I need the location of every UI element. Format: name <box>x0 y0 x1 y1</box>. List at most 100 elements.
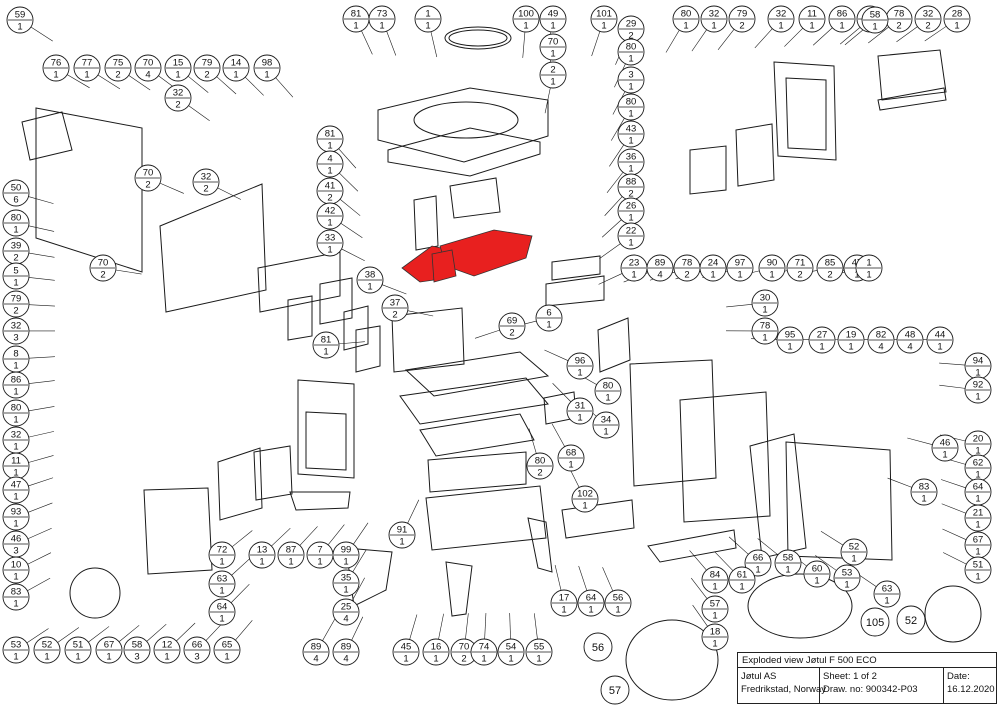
part-quantity: 2 <box>115 70 120 81</box>
part-number: 68 <box>566 448 577 459</box>
callout-balloon: 254 <box>332 598 360 626</box>
callout-balloon: 801 <box>672 5 700 33</box>
leader-line <box>438 613 444 640</box>
glass-right-2 <box>689 145 727 195</box>
part-number: 61 <box>737 570 748 581</box>
gasket-ring <box>444 26 512 50</box>
part-number: 75 <box>113 58 124 69</box>
brick-2 <box>319 277 353 325</box>
leader-line <box>159 182 184 194</box>
part-quantity: 1 <box>975 520 980 531</box>
callout-balloon: 801 <box>2 399 30 427</box>
part-number: 24 <box>708 258 719 269</box>
part-number: 82 <box>876 330 887 341</box>
part-quantity: 1 <box>785 565 790 576</box>
part-quantity: 1 <box>13 278 18 289</box>
callout-balloon: 101 <box>2 556 30 584</box>
detail-circle-left <box>69 567 121 619</box>
leader-line <box>299 526 318 546</box>
callout-balloon: 521 <box>840 538 868 566</box>
leader-line <box>544 349 569 361</box>
part-quantity: 1 <box>288 557 293 568</box>
door-shelf <box>289 491 351 511</box>
callout-balloon: 811 <box>312 331 340 359</box>
part-quantity: 2 <box>628 189 633 200</box>
part-number: 88 <box>626 177 637 188</box>
part-quantity: 1 <box>264 70 269 81</box>
callout-balloon: 641 <box>577 589 605 617</box>
callout-balloon: 11 <box>855 254 883 282</box>
callout-balloon: 292 <box>617 15 645 43</box>
part-quantity: 1 <box>323 347 328 358</box>
part-number: 91 <box>397 525 408 536</box>
callout-balloon: 752 <box>104 54 132 82</box>
callout-balloon: 671 <box>964 531 992 559</box>
part-number: 80 <box>535 456 546 467</box>
part-number: 11 <box>807 9 817 20</box>
leader-line <box>188 105 210 122</box>
leader-line <box>815 555 837 571</box>
arch-door <box>143 487 213 575</box>
leader-line <box>88 626 110 643</box>
front-plate <box>391 307 465 373</box>
part-number: 99 <box>341 545 352 556</box>
part-quantity: 1 <box>628 213 633 224</box>
part-quantity: 2 <box>628 31 633 42</box>
part-quantity: 1 <box>975 547 980 558</box>
part-quantity: 1 <box>219 586 224 597</box>
leader-line <box>907 437 933 445</box>
date-value: 16.12.2020 <box>947 684 995 695</box>
part-number: 58 <box>870 10 881 21</box>
part-quantity: 1 <box>739 582 744 593</box>
leader-line <box>717 29 735 50</box>
detail-label: 57 <box>600 675 630 705</box>
leader-line <box>844 28 866 46</box>
part-number: 70 <box>143 168 154 179</box>
part-number: 70 <box>459 642 470 653</box>
part-quantity: 2 <box>797 270 802 281</box>
part-number: 64 <box>973 482 984 493</box>
callout-balloon: 601 <box>803 560 831 588</box>
detail-label: 105 <box>860 607 890 637</box>
part-quantity: 1 <box>13 361 18 372</box>
leader-line <box>465 613 469 640</box>
part-number: 11 <box>11 456 21 467</box>
handle-rod <box>597 317 631 373</box>
callout-balloon: 181 <box>701 623 729 651</box>
part-number: 48 <box>905 330 916 341</box>
leader-line <box>578 565 588 591</box>
part-number: 2 <box>550 65 555 76</box>
detail-number: 57 <box>609 685 621 697</box>
part-number: 19 <box>846 330 857 341</box>
part-quantity: 1 <box>975 392 980 403</box>
leader-line <box>322 617 336 641</box>
part-number: 46 <box>11 534 22 545</box>
part-number: 1 <box>866 258 871 269</box>
part-quantity: 1 <box>367 282 372 293</box>
callout-balloon: 111 <box>2 452 30 480</box>
part-quantity: 3 <box>13 546 18 557</box>
leader-line <box>601 219 622 238</box>
part-quantity: 1 <box>327 166 332 177</box>
part-number: 70 <box>143 58 154 69</box>
part-quantity: 1 <box>975 368 980 379</box>
leader-line <box>57 627 80 643</box>
part-quantity: 1 <box>710 270 715 281</box>
callout-balloon: 271 <box>808 326 836 354</box>
callout-balloon: 141 <box>222 54 250 82</box>
part-number: 12 <box>162 640 173 651</box>
part-number: 10 <box>11 560 22 571</box>
part-number: 80 <box>626 42 637 53</box>
leader-line <box>726 304 753 308</box>
leader-line <box>534 613 538 640</box>
part-quantity: 1 <box>778 21 783 32</box>
detail-number: 52 <box>905 615 917 627</box>
part-number: 77 <box>82 58 93 69</box>
callout-balloon: 831 <box>2 583 30 611</box>
part-quantity: 2 <box>203 184 208 195</box>
part-quantity: 1 <box>327 218 332 229</box>
part-number: 81 <box>351 9 362 20</box>
leader-line <box>665 30 680 53</box>
part-quantity: 1 <box>975 494 980 505</box>
